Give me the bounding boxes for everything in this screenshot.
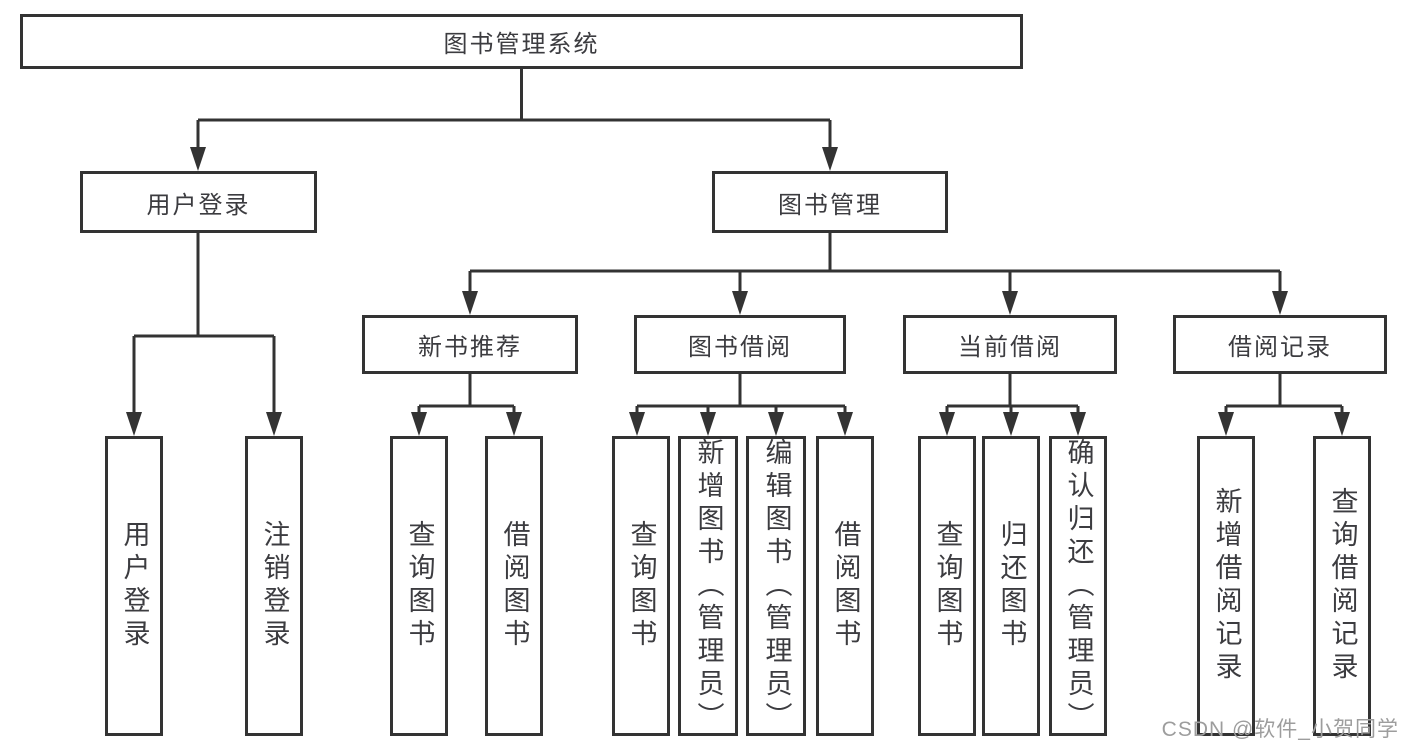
node-label: 编辑图书（管理员） bbox=[761, 437, 792, 735]
node-label: 查询图书 bbox=[626, 520, 657, 652]
node-label: 借阅图书 bbox=[499, 520, 530, 652]
node-new-book-recommend: 新书推荐 bbox=[362, 315, 578, 374]
node-label: 新书推荐 bbox=[418, 334, 522, 361]
node-label: 图书管理系统 bbox=[443, 31, 600, 58]
leaf-borrow-books-recommend: 借阅图书 bbox=[485, 436, 543, 736]
leaf-logout: 注销登录 bbox=[245, 436, 303, 736]
leaf-add-books-admin: 新增图书（管理员） bbox=[678, 436, 738, 736]
node-root: 图书管理系统 bbox=[20, 14, 1023, 69]
node-label: 归还图书 bbox=[996, 520, 1027, 652]
leaf-edit-books-admin: 编辑图书（管理员） bbox=[746, 436, 806, 736]
node-label: 用户登录 bbox=[119, 520, 150, 652]
leaf-query-borrow-record: 查询借阅记录 bbox=[1313, 436, 1371, 736]
node-borrow-records: 借阅记录 bbox=[1173, 315, 1387, 374]
node-book-borrow: 图书借阅 bbox=[634, 315, 846, 374]
node-book-management-group: 图书管理 bbox=[712, 171, 948, 233]
node-label: 新增图书（管理员） bbox=[693, 437, 724, 735]
leaf-add-borrow-record: 新增借阅记录 bbox=[1197, 436, 1255, 736]
leaf-user-login: 用户登录 bbox=[105, 436, 163, 736]
node-label: 图书管理 bbox=[778, 191, 882, 219]
node-label: 注销登录 bbox=[259, 520, 290, 652]
node-current-borrow: 当前借阅 bbox=[903, 315, 1117, 374]
node-label: 确认归还（管理员） bbox=[1063, 437, 1094, 735]
leaf-return-books: 归还图书 bbox=[982, 436, 1040, 736]
leaf-query-books-borrow: 查询图书 bbox=[612, 436, 670, 736]
leaf-query-books-current: 查询图书 bbox=[918, 436, 976, 736]
leaf-borrow-books: 借阅图书 bbox=[816, 436, 874, 736]
node-label: 图书借阅 bbox=[688, 334, 792, 361]
node-label: 借阅记录 bbox=[1228, 334, 1332, 361]
node-label: 查询图书 bbox=[932, 520, 963, 652]
node-label: 当前借阅 bbox=[958, 334, 1062, 361]
node-label: 新增借阅记录 bbox=[1211, 487, 1242, 685]
node-label: 借阅图书 bbox=[830, 520, 861, 652]
node-user-login-group: 用户登录 bbox=[80, 171, 317, 233]
leaf-query-books-recommend: 查询图书 bbox=[390, 436, 448, 736]
node-label: 用户登录 bbox=[146, 191, 251, 219]
leaf-confirm-return-admin: 确认归还（管理员） bbox=[1049, 436, 1107, 736]
csdn-watermark: CSDN @软件_小贺同学 bbox=[1161, 718, 1399, 741]
node-label: 查询图书 bbox=[404, 520, 435, 652]
node-label: 查询借阅记录 bbox=[1327, 487, 1358, 685]
